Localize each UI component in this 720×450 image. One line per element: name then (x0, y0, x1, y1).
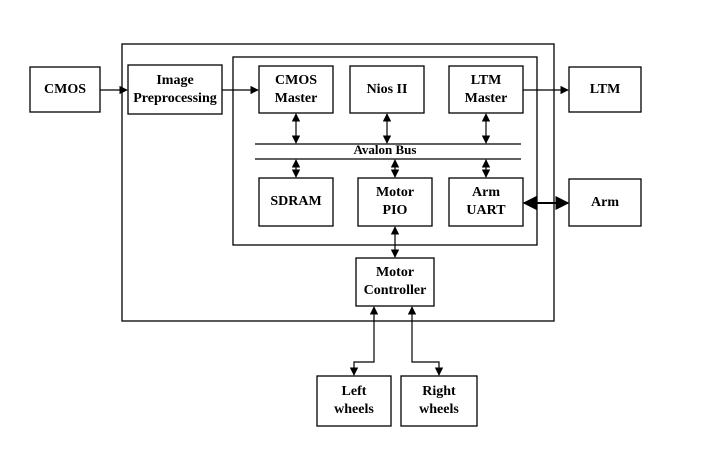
cmos-sensor-block: CMOS (29, 66, 101, 113)
motor-controller-block: Motor Controller (355, 257, 435, 307)
ltm-master-label-line1: LTM (471, 73, 502, 88)
sopc-inner-frame (232, 56, 538, 246)
nios-ii-block: Nios II (349, 65, 425, 114)
left-wheels-label-line2: wheels (334, 402, 374, 417)
arm-uart-block: Arm UART (448, 177, 524, 227)
sdram-label: SDRAM (270, 194, 321, 209)
right-wheels-label-line2: wheels (419, 402, 459, 417)
ltm-master-block: LTM Master (448, 65, 524, 114)
sdram-block: SDRAM (258, 177, 334, 227)
ltm-display-block: LTM (568, 66, 642, 113)
cmos-master-block: CMOS Master (258, 65, 334, 114)
avalon-bus: Avalon Bus (255, 142, 521, 160)
motor-pio-label-line2: PIO (383, 203, 408, 218)
motor-pio-label-line1: Motor (376, 185, 414, 200)
right-wheels-label-line1: Right (422, 384, 456, 399)
motor-pio-block: Motor PIO (357, 177, 433, 227)
image-preprocessing-block: Image Preprocessing (127, 64, 223, 115)
arm-uart-label-line1: Arm (472, 185, 500, 200)
image-preprocessing-label-line2: Preprocessing (133, 91, 216, 106)
image-preprocessing-label-line1: Image (156, 73, 193, 88)
arrow-controller-left-wheels (349, 306, 379, 376)
left-wheels-block: Left wheels (316, 375, 392, 427)
avalon-bus-label: Avalon Bus (354, 142, 417, 157)
left-wheels-label-line1: Left (342, 384, 367, 399)
ltm-display-label: LTM (590, 82, 621, 97)
cmos-master-label-line1: CMOS (275, 73, 317, 88)
arm-block: Arm (568, 178, 642, 227)
arm-uart-label-line2: UART (466, 203, 506, 218)
cmos-sensor-label: CMOS (44, 82, 86, 97)
arm-label: Arm (591, 195, 619, 210)
arrow-controller-right-wheels (407, 306, 444, 376)
fpga-outer-frame (121, 43, 555, 322)
motor-controller-label-line1: Motor (376, 265, 414, 280)
right-wheels-block: Right wheels (400, 375, 478, 427)
ltm-master-label-line2: Master (465, 91, 508, 106)
motor-controller-label-line2: Controller (364, 283, 427, 298)
cmos-master-label-line2: Master (275, 91, 318, 106)
nios-ii-label: Nios II (367, 82, 408, 97)
